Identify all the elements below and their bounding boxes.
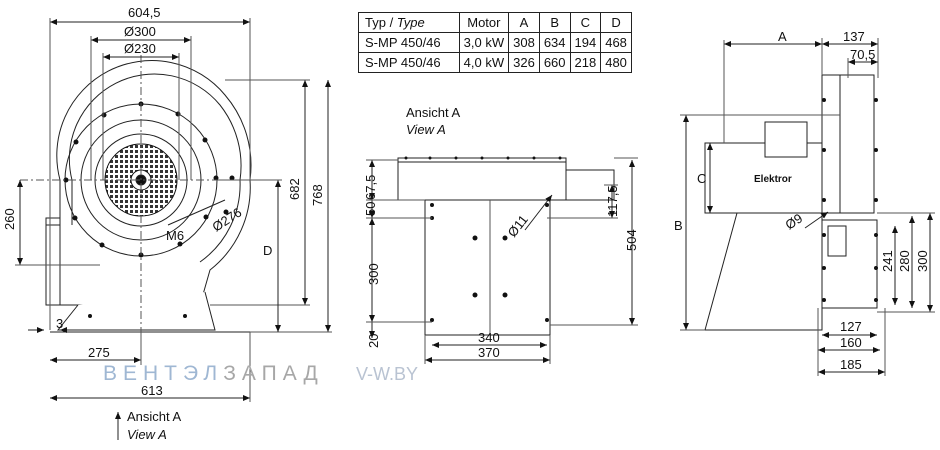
cell-d: 468: [600, 32, 632, 53]
table-row: S-MP 450/46 3,0 kW 308 634 194 468: [358, 32, 632, 53]
table-row: S-MP 450/46 4,0 kW 326 660 218 480: [358, 52, 632, 73]
dim-504: 504: [624, 229, 639, 251]
col-b: B: [538, 12, 571, 33]
dim-613: 613: [141, 383, 163, 398]
spec-header-row: Typ / Type Motor A B C D: [358, 12, 632, 33]
dim-260: 260: [2, 208, 17, 230]
col-type-label: Type: [396, 15, 425, 30]
dim-d230: Ø230: [124, 41, 156, 56]
spec-table: Typ / Type Motor A B C D S-MP 450/46 3,0…: [358, 12, 632, 73]
dim-a: A: [778, 29, 787, 44]
dim-117-5: 117,5: [605, 185, 620, 217]
dim-c: C: [697, 171, 706, 186]
cell-c: 194: [569, 32, 602, 53]
view-a-label: Ansicht A: [127, 409, 182, 424]
cell-typ: S-MP 450/46: [358, 32, 460, 53]
cell-b: 634: [538, 32, 571, 53]
dim-275: 275: [88, 345, 110, 360]
col-typ-label: Typ /: [365, 15, 397, 30]
dim-m6: M6: [166, 228, 184, 243]
middle-view-title: Ansicht A: [406, 105, 461, 120]
dim-768: 768: [310, 184, 325, 206]
dim-160: 160: [840, 335, 862, 350]
view-a-label-en: View A: [127, 427, 167, 442]
dim-137: 137: [843, 29, 865, 44]
dim-70-5: 70,5: [850, 47, 875, 62]
dim-d300: Ø300: [124, 24, 156, 39]
dim-370: 370: [478, 345, 500, 360]
dim-67-5: 67,5: [363, 175, 378, 200]
side-view: [680, 38, 935, 376]
watermark-blue: ВЕНТЭЛ: [103, 362, 223, 385]
dim-300-side: 300: [915, 250, 930, 272]
elektror-logo: Elektror: [754, 174, 792, 185]
dim-127: 127: [840, 319, 862, 334]
col-c: C: [569, 12, 602, 33]
cell-a: 326: [508, 52, 540, 73]
dim-280: 280: [897, 250, 912, 272]
dim-d-label: D: [263, 243, 272, 258]
col-a: A: [508, 12, 540, 33]
col-motor: Motor: [458, 12, 510, 33]
cell-motor: 3,0 kW: [458, 32, 510, 53]
dim-185: 185: [840, 357, 862, 372]
dim-682: 682: [287, 178, 302, 200]
dim-300-mid: 300: [366, 263, 381, 285]
dim-241: 241: [880, 250, 895, 272]
dim-3: 3: [56, 316, 63, 331]
col-typ: Typ / Type: [358, 12, 460, 33]
cell-typ: S-MP 450/46: [358, 52, 460, 73]
cell-b: 660: [538, 52, 571, 73]
col-d: D: [600, 12, 632, 33]
dim-20: 20: [366, 334, 381, 348]
cell-c: 218: [569, 52, 602, 73]
front-view: [15, 18, 332, 440]
dim-604-5: 604,5: [128, 5, 161, 20]
cell-a: 308: [508, 32, 540, 53]
watermark-grey: ЗАПАД: [223, 362, 323, 385]
dim-50: 50: [363, 202, 378, 216]
middle-view-subtitle: View A: [406, 122, 446, 137]
dim-b: B: [674, 218, 683, 233]
cell-d: 480: [600, 52, 632, 73]
watermark: ВЕНТЭЛЗАПАД: [103, 362, 324, 385]
dim-340: 340: [478, 330, 500, 345]
cell-motor: 4,0 kW: [458, 52, 510, 73]
middle-view: [366, 156, 638, 364]
watermark-site: V-W.BY: [356, 364, 418, 384]
